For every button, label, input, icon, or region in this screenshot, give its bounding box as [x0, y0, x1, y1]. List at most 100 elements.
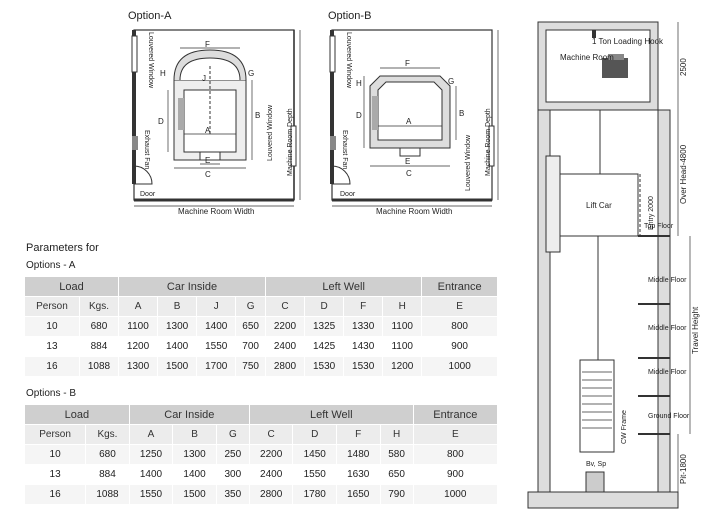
cell: 1200	[118, 336, 159, 357]
exhaust-fan-icon	[330, 136, 336, 150]
svg-text:Exhaust Fan: Exhaust Fan	[341, 130, 348, 169]
group-left-well: Left Well	[248, 404, 414, 425]
cell: 2800	[248, 484, 294, 505]
table-row: 10 680 1100 1300 1400 650 2200 1325 1330…	[24, 316, 498, 337]
svg-text:C: C	[406, 169, 412, 178]
svg-text:Louvered Window: Louvered Window	[267, 104, 274, 161]
svg-text:Travel Height: Travel Height	[691, 306, 700, 354]
col-b: B	[172, 424, 217, 445]
svg-text:Louvered Window: Louvered Window	[465, 134, 472, 191]
cell: 250	[215, 444, 250, 465]
svg-text:CW Frame: CW Frame	[621, 410, 628, 444]
col-kgs: Kgs.	[85, 424, 130, 445]
svg-text:Lift Car: Lift Car	[586, 201, 612, 210]
cell: 13	[23, 464, 87, 485]
svg-text:Middle Floor: Middle Floor	[648, 369, 687, 376]
svg-text:Entry 2000: Entry 2000	[648, 196, 655, 230]
cell: 2200	[264, 316, 306, 337]
group-entrance: Entrance	[421, 276, 498, 297]
svg-text:Bv, Sp: Bv, Sp	[586, 461, 606, 468]
cell: 10	[23, 444, 87, 465]
svg-text:H: H	[356, 79, 362, 88]
svg-text:E: E	[205, 156, 210, 165]
cell: 1000	[421, 356, 498, 377]
machine-icon	[602, 58, 628, 78]
svg-text:D: D	[356, 111, 362, 120]
cell: 1088	[85, 484, 130, 505]
cell: 1000	[412, 484, 499, 505]
cell: 680	[78, 316, 120, 337]
col-e: E	[412, 424, 499, 445]
cell: 1630	[335, 464, 381, 485]
cell: 1330	[343, 316, 384, 337]
cell: 650	[235, 316, 266, 337]
cell: 2400	[264, 336, 306, 357]
svg-text:Machine Room Width: Machine Room Width	[178, 207, 254, 216]
col-f: F	[343, 296, 384, 317]
cell: 300	[215, 464, 250, 485]
svg-text:B: B	[459, 109, 464, 118]
cell: 1400	[172, 464, 217, 485]
cell: 800	[412, 444, 499, 465]
col-kgs: Kgs.	[78, 296, 120, 317]
params-table-b: Load Car Inside Left Well Entrance Perso…	[23, 404, 499, 505]
cell: 580	[379, 444, 414, 465]
cell: 1550	[292, 464, 337, 485]
svg-text:G: G	[248, 69, 254, 78]
params-heading: Parameters for	[26, 242, 99, 254]
cell: 350	[215, 484, 250, 505]
cell: 16	[23, 484, 87, 505]
col-a: A	[128, 424, 174, 445]
cell: 1550	[128, 484, 174, 505]
svg-text:Door: Door	[140, 191, 156, 198]
col-h: H	[379, 424, 414, 445]
group-entrance: Entrance	[412, 404, 499, 425]
cell: 884	[85, 464, 130, 485]
cell: 1430	[343, 336, 384, 357]
cell: 1200	[382, 356, 423, 377]
table-row: 13 884 1200 1400 1550 700 2400 1425 1430…	[24, 336, 498, 357]
cell: 900	[412, 464, 499, 485]
svg-text:A: A	[406, 117, 412, 126]
cell: 1088	[78, 356, 120, 377]
svg-text:Door: Door	[340, 191, 356, 198]
cell: 680	[85, 444, 130, 465]
svg-text:F: F	[205, 40, 210, 49]
svg-text:J: J	[202, 74, 206, 83]
table-row: 16 1088 1550 1500 350 2800 1780 1650 790…	[23, 484, 499, 505]
cell: 1530	[343, 356, 384, 377]
cell: 1530	[304, 356, 345, 377]
cell: 1400	[157, 336, 198, 357]
cell: 2800	[264, 356, 306, 377]
svg-text:A: A	[205, 126, 211, 135]
col-d: D	[292, 424, 337, 445]
table-row: 10 680 1250 1300 250 2200 1450 1480 580 …	[23, 444, 499, 465]
cell: 1300	[157, 316, 198, 337]
svg-text:1 Ton Loading Hook: 1 Ton Loading Hook	[592, 37, 664, 46]
option-b-title: Option-B	[328, 10, 371, 22]
params-table-a: Load Car Inside Left Well Entrance Perso…	[23, 276, 498, 377]
cell: 1400	[128, 464, 174, 485]
counterweight-frame	[579, 359, 615, 453]
cell: 1700	[196, 356, 237, 377]
svg-text:D: D	[158, 117, 164, 126]
col-j: J	[196, 296, 237, 317]
cell: 2200	[248, 444, 294, 465]
cell: 13	[24, 336, 80, 357]
col-e: E	[421, 296, 498, 317]
col-c: C	[248, 424, 294, 445]
col-person: Person	[23, 424, 87, 445]
svg-text:H: H	[160, 69, 166, 78]
col-f: F	[335, 424, 381, 445]
col-d: D	[304, 296, 345, 317]
svg-text:B: B	[255, 111, 260, 120]
svg-text:Middle Floor: Middle Floor	[648, 277, 687, 284]
cell: 1650	[335, 484, 381, 505]
door-icon	[331, 165, 351, 185]
svg-text:E: E	[405, 157, 410, 166]
door-icon	[133, 165, 153, 185]
group-left-well: Left Well	[264, 276, 423, 297]
svg-text:Over Head-4800: Over Head-4800	[679, 144, 688, 204]
cell: 1400	[196, 316, 237, 337]
cell: 1250	[128, 444, 174, 465]
